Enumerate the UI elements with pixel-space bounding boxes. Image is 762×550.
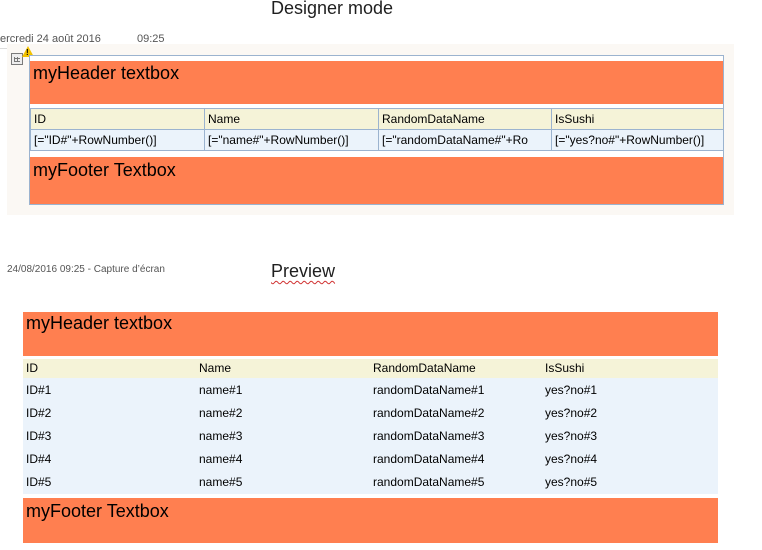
designer-header-textbox[interactable] [30, 61, 723, 104]
preview-data-rows: ID#1 name#1 randomDataName#1 yes?no#1 ID… [23, 378, 718, 494]
preview-col-header: IsSushi [545, 361, 585, 375]
designer-tablix[interactable]: ID Name RandomDataName IsSushi [="ID#"+R… [30, 108, 724, 151]
designer-expression-cell[interactable]: [="yes?no#"+RowNumber()] [551, 129, 724, 151]
designer-mode-title: Designer mode [271, 0, 394, 18]
designer-expression-cell[interactable]: [="randomDataName#"+Ro [378, 129, 552, 151]
preview-col-header: RandomDataName [373, 361, 476, 375]
designer-header-row: ID Name RandomDataName IsSushi [30, 108, 724, 130]
preview-cell: name#4 [199, 452, 243, 466]
warning-exclamation: ! [26, 48, 29, 57]
designer-time: 09:25 [137, 33, 165, 45]
preview-cell: yes?no#2 [545, 406, 598, 420]
preview-cell: yes?no#3 [545, 429, 598, 443]
designer-date: ercredi 24 août 2016 [0, 33, 101, 45]
preview-cell: ID#3 [26, 429, 52, 443]
designer-footer-label: myFooter Textbox [33, 160, 176, 180]
designer-expression-cell[interactable]: [="name#"+RowNumber()] [204, 129, 379, 151]
preview-header-textbox [23, 312, 718, 356]
preview-col-header: ID [26, 361, 38, 375]
preview-cell: ID#4 [26, 452, 52, 466]
designer-col-header[interactable]: Name [204, 108, 379, 130]
designer-col-header[interactable]: RandomDataName [378, 108, 552, 130]
designer-col-header[interactable]: ID [30, 108, 205, 130]
preview-footer-label: myFooter Textbox [26, 501, 169, 521]
tablix-icon[interactable] [11, 53, 23, 65]
preview-cell: name#5 [199, 475, 243, 489]
designer-expression-cell[interactable]: [="ID#"+RowNumber()] [30, 129, 205, 151]
preview-cell: randomDataName#3 [373, 429, 485, 443]
designer-col-header[interactable]: IsSushi [551, 108, 724, 130]
preview-cell: yes?no#5 [545, 475, 598, 489]
preview-cell: name#3 [199, 429, 243, 443]
preview-cell: randomDataName#4 [373, 452, 485, 466]
preview-header-label: myHeader textbox [26, 313, 173, 333]
designer-footer-textbox[interactable] [30, 157, 723, 204]
preview-cell: yes?no#1 [545, 383, 598, 397]
preview-cell: randomDataName#2 [373, 406, 485, 420]
preview-cell: ID#1 [26, 383, 52, 397]
preview-col-header: Name [199, 361, 232, 375]
preview-footer-textbox [23, 498, 718, 543]
preview-cell: name#2 [199, 406, 243, 420]
preview-cell: name#1 [199, 383, 243, 397]
warning-icon [22, 46, 34, 57]
preview-cell: yes?no#4 [545, 452, 598, 466]
preview-cell: ID#2 [26, 406, 52, 420]
capture-stamp: 24/08/2016 09:25 - Capture d’écran [7, 264, 165, 275]
preview-title: Preview [271, 261, 336, 281]
preview-header-row: ID Name RandomDataName IsSushi [23, 359, 718, 378]
designer-detail-row: [="ID#"+RowNumber()] [="name#"+RowNumber… [30, 129, 724, 151]
designer-header-label: myHeader textbox [33, 63, 180, 83]
preview-cell: ID#5 [26, 475, 52, 489]
preview-cell: randomDataName#1 [373, 383, 485, 397]
preview-cell: randomDataName#5 [373, 475, 485, 489]
